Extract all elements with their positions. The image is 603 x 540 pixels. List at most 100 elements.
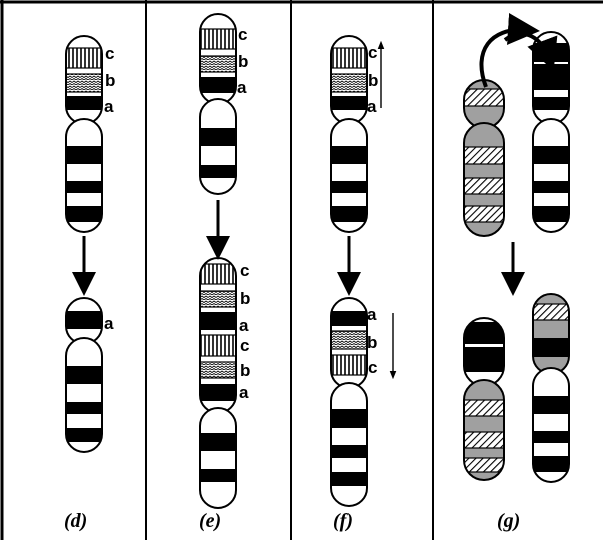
panel-label-f: (f) <box>333 510 353 532</box>
band <box>533 146 569 164</box>
band <box>331 330 367 350</box>
chromosome-g-white-after <box>532 293 570 483</box>
band <box>533 97 569 110</box>
long-arm <box>464 123 504 236</box>
chromosomes <box>65 13 570 509</box>
band <box>464 431 504 449</box>
short-arm <box>464 318 504 386</box>
band <box>200 469 236 482</box>
band <box>66 366 102 384</box>
panel-label-d: (d) <box>64 510 87 532</box>
band <box>533 64 569 90</box>
band-label-a: a <box>367 305 377 324</box>
band-label-a: a <box>367 97 377 116</box>
band <box>331 47 367 69</box>
band <box>200 55 236 73</box>
band-label-a: a <box>104 314 114 333</box>
short-arm <box>331 298 367 388</box>
chromosome-g-gray-before <box>463 79 505 237</box>
long-arm <box>200 408 236 508</box>
band <box>331 472 367 486</box>
band <box>464 146 504 165</box>
long-arm <box>66 119 102 232</box>
chromosome-f-before <box>330 35 368 233</box>
band <box>464 88 504 107</box>
chromosome-d-after <box>65 297 103 453</box>
long-arm <box>331 119 367 232</box>
band <box>331 181 367 193</box>
panel-label-e: (e) <box>199 510 221 532</box>
band <box>331 445 367 458</box>
panel-labels: (d) (e) (f) (g) <box>64 510 520 532</box>
band-label-b: b <box>368 71 378 90</box>
band <box>464 322 504 344</box>
band <box>331 354 367 376</box>
band <box>331 206 367 222</box>
band <box>331 311 367 326</box>
band <box>464 457 504 473</box>
band-label-c: c <box>368 43 377 62</box>
band-label-c: c <box>240 336 249 355</box>
band-label-b: b <box>105 71 115 90</box>
band-label-c: c <box>238 25 247 44</box>
band-label-a: a <box>239 383 249 402</box>
band <box>464 177 504 195</box>
band <box>66 206 102 222</box>
band <box>200 334 236 357</box>
band <box>200 361 236 379</box>
band <box>331 409 367 428</box>
band <box>200 433 236 451</box>
band <box>533 396 569 414</box>
band <box>200 290 236 308</box>
band <box>331 73 367 93</box>
band <box>464 205 504 223</box>
band-label-b: b <box>238 52 248 71</box>
band <box>66 47 102 69</box>
band-label-c: c <box>368 358 377 377</box>
swap-arrow-right <box>503 31 558 71</box>
band <box>66 73 102 93</box>
chromosome-f-after <box>330 297 368 507</box>
band-label-a: a <box>104 97 114 116</box>
band-label-b: b <box>367 333 377 352</box>
band-label-c: c <box>105 44 114 63</box>
short-arm <box>464 80 504 128</box>
long-arm <box>200 99 236 194</box>
band <box>331 146 367 164</box>
band <box>200 28 236 50</box>
band-label-b: b <box>240 289 250 308</box>
band <box>200 165 236 178</box>
chromosome-d-before <box>65 35 103 233</box>
chromosome-e-before <box>199 13 237 195</box>
band <box>66 96 102 110</box>
band <box>66 311 102 329</box>
band <box>533 456 569 472</box>
band <box>66 181 102 193</box>
band-label-a: a <box>239 316 249 335</box>
band <box>533 181 569 193</box>
long-arm <box>533 368 569 482</box>
band <box>533 43 569 62</box>
band <box>533 303 569 321</box>
short-arm <box>200 258 236 413</box>
short-arm <box>533 294 569 374</box>
band-label-c: c <box>240 261 249 280</box>
short-arm <box>200 14 236 104</box>
chromosome-g-gray-after <box>463 317 505 481</box>
band <box>533 206 569 222</box>
band <box>200 384 236 401</box>
band <box>533 338 569 357</box>
arrows <box>72 13 558 380</box>
band <box>200 77 236 93</box>
chromosome-e-after <box>199 257 237 509</box>
short-arm <box>66 36 102 124</box>
panel-label-g: (g) <box>497 510 520 532</box>
long-arm <box>464 380 504 480</box>
long-arm <box>66 338 102 452</box>
short-arm <box>533 32 569 124</box>
band <box>464 347 504 372</box>
band <box>200 263 236 285</box>
band <box>200 312 236 330</box>
